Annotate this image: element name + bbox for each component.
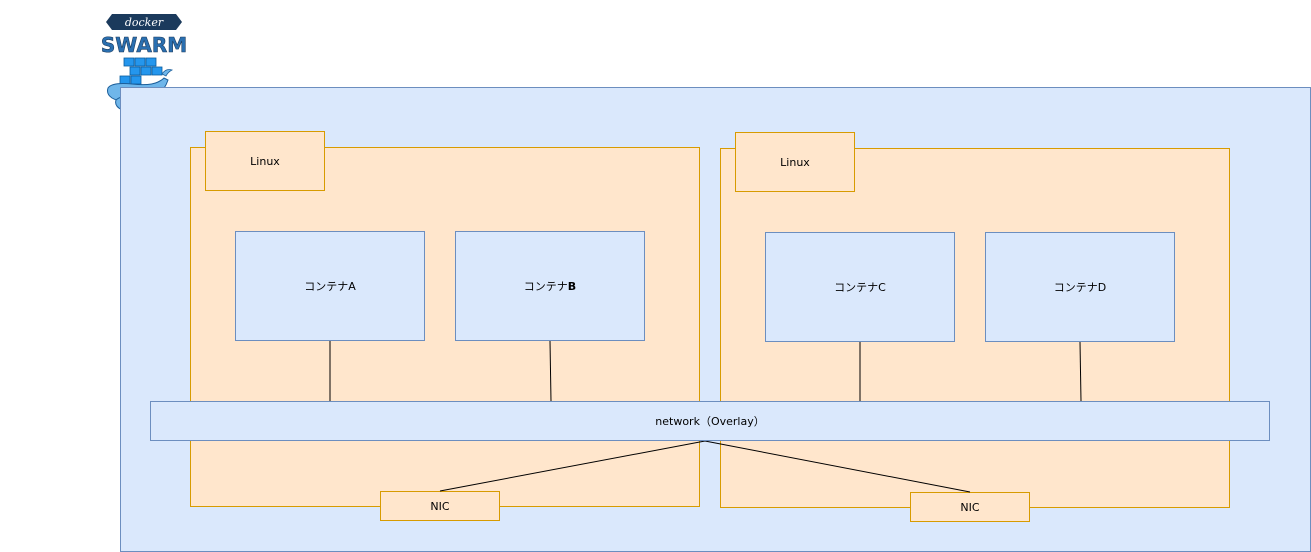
container-b: コンテナB bbox=[455, 231, 645, 341]
container-b-label: コンテナB bbox=[523, 280, 577, 293]
svg-text:docker: docker bbox=[125, 16, 164, 29]
host-2-linux-label-box: Linux bbox=[735, 132, 855, 192]
link-network-nic-2 bbox=[704, 440, 971, 493]
overlay-network: network（Overlay） bbox=[150, 401, 1270, 441]
link-network-nic-1 bbox=[439, 440, 706, 492]
host-1-nic-label: NIC bbox=[430, 499, 450, 513]
container-d-label: コンテナD bbox=[1053, 281, 1107, 294]
container-d: コンテナD bbox=[985, 232, 1175, 342]
container-a-label: コンテナA bbox=[304, 280, 356, 293]
container-c-label: コンテナC bbox=[834, 281, 886, 294]
host-1-nic: NIC bbox=[380, 491, 500, 521]
link-container-d-network bbox=[1079, 341, 1082, 402]
container-c: コンテナC bbox=[765, 232, 955, 342]
container-a: コンテナA bbox=[235, 231, 425, 341]
host-2-nic: NIC bbox=[910, 492, 1030, 522]
host-2-linux-label: Linux bbox=[780, 155, 810, 169]
host-1-linux-label: Linux bbox=[250, 154, 280, 168]
link-container-b-network bbox=[549, 340, 552, 402]
overlay-network-label: network（Overlay） bbox=[655, 415, 765, 428]
host-1-linux-label-box: Linux bbox=[205, 131, 325, 191]
host-2-nic-label: NIC bbox=[960, 500, 980, 514]
svg-text:SWARM: SWARM bbox=[102, 33, 186, 57]
